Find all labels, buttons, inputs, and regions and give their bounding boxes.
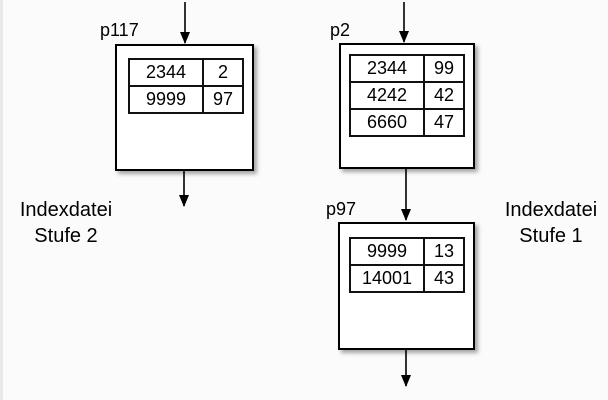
key-cell: 2344 [128,58,204,87]
key-cell: 4242 [349,81,425,110]
table-row: 14001 43 [349,264,465,293]
table-row: 9999 13 [349,237,465,266]
table-row: 9999 97 [128,85,244,114]
node-label-p97: p97 [326,199,357,219]
page-edge-line [0,0,3,400]
node-label-p117: p117 [100,20,139,40]
key-cell: 14001 [349,264,425,293]
caption-line-2: Stufe 2 [34,225,98,247]
caption-line-1: Indexdatei [504,199,598,221]
caption-stufe-1: Indexdatei Stufe 1 [493,197,608,249]
table-row: 4242 42 [349,81,465,110]
pointer-cell: 2 [202,58,244,87]
key-cell: 9999 [349,237,425,266]
pointer-cell: 43 [423,264,465,293]
table-row: 2344 2 [128,58,244,87]
pointer-cell: 42 [423,81,465,110]
key-cell: 2344 [349,54,425,83]
pointer-cell: 97 [202,85,244,114]
caption-stufe-2: Indexdatei Stufe 2 [8,197,124,249]
caption-line-2: Stufe 1 [519,225,583,247]
node-box-p2: 2344 99 4242 42 6660 47 [339,43,475,169]
pointer-cell: 99 [423,54,465,83]
key-cell: 6660 [349,108,425,137]
node-box-p117: 2344 2 9999 97 [115,44,254,171]
node-box-p97: 9999 13 14001 43 [338,222,475,350]
index-table-p117: 2344 2 9999 97 [128,58,244,114]
caption-line-1: Indexdatei [19,199,113,221]
node-label-p2: p2 [330,20,351,40]
index-table-p97: 9999 13 14001 43 [349,237,465,293]
pointer-cell: 47 [423,108,465,137]
table-row: 6660 47 [349,108,465,137]
key-cell: 9999 [128,85,204,114]
table-row: 2344 99 [349,54,465,83]
pointer-cell: 13 [423,237,465,266]
index-table-p2: 2344 99 4242 42 6660 47 [349,54,465,137]
